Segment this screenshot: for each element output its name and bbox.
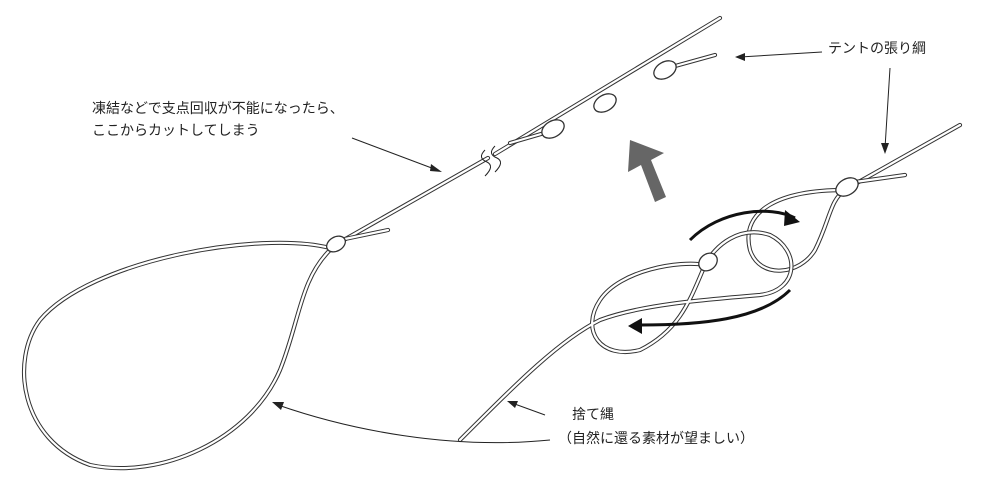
knot: [835, 177, 859, 197]
knot: [698, 252, 718, 272]
guy-line-label: テントの張り綱: [828, 41, 926, 57]
cut-note-line2: ここからカットしてしまう: [92, 123, 260, 139]
knot: [593, 93, 617, 113]
cut-note-line1: 凍結などで支点回収が不能になったら、: [92, 101, 344, 117]
sacrificial-line-label: 捨て縄: [572, 407, 614, 423]
sacrificial-line-right: [457, 230, 794, 443]
cut-note: 凍結などで支点回収が不能になったら、 ここからカットしてしまう: [92, 98, 344, 142]
leader-sacrificial-left: [277, 404, 551, 444]
cut-mark: [481, 145, 501, 177]
leader-sacrificial-right: [511, 402, 546, 416]
direction-arrow: [628, 140, 666, 202]
leader-guy-left: [739, 51, 823, 58]
right-assembly: [457, 122, 963, 443]
leader-cut: [351, 137, 438, 171]
knot: [541, 119, 565, 139]
left-assembly: [21, 15, 723, 471]
leader-guy-right: [884, 67, 891, 149]
knot: [326, 235, 346, 253]
sacrificial-line-note: （自然に還る素材が望ましい）: [558, 431, 754, 447]
knot: [653, 60, 677, 80]
motion-arrow-bottom: [639, 288, 792, 327]
sacrificial-loop: [21, 240, 333, 471]
